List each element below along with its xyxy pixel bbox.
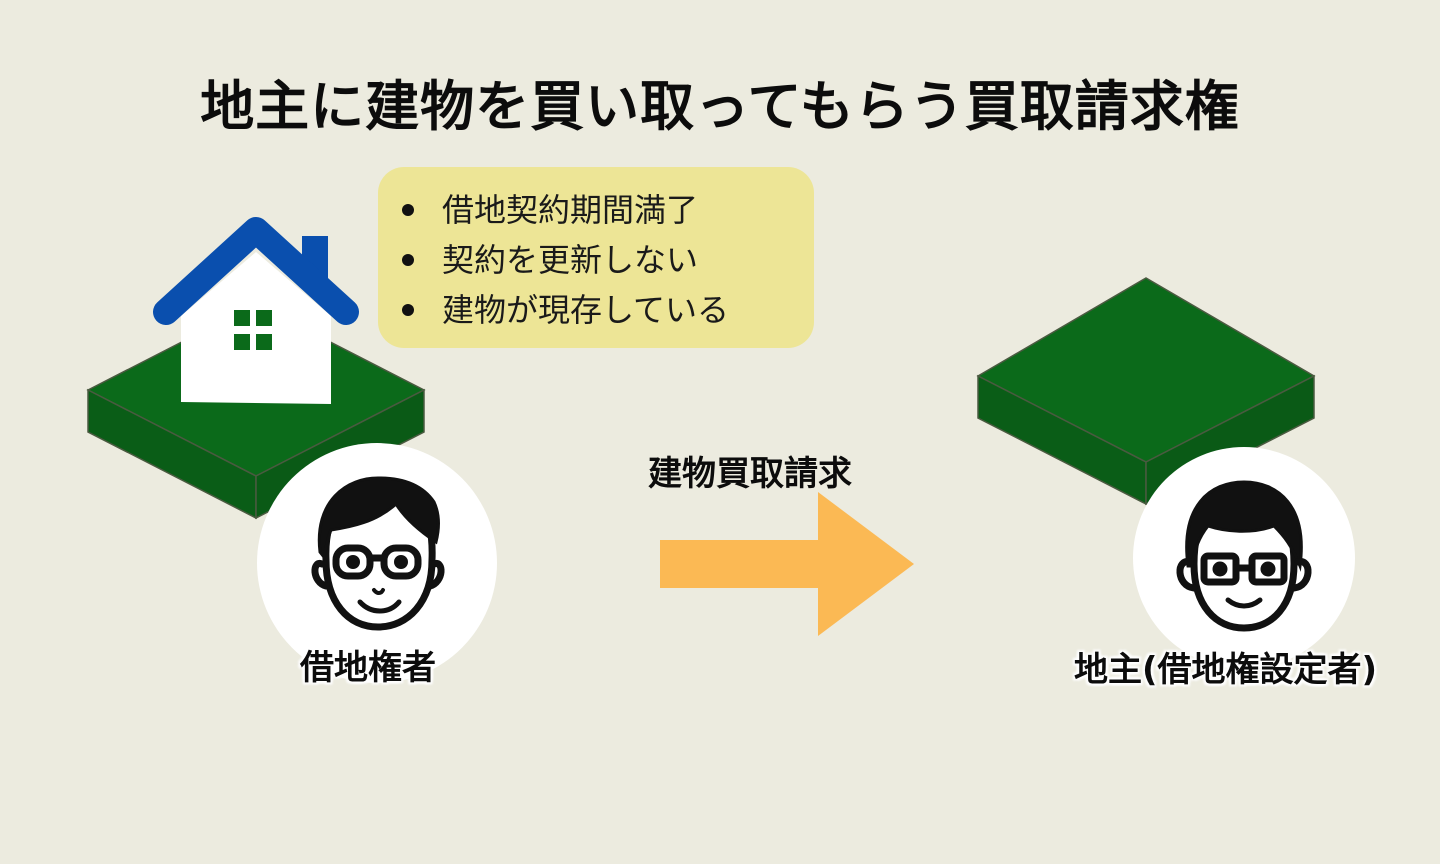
landowner-label: 地主(借地権設定者) — [1074, 650, 1378, 690]
page-title: 地主に建物を買い取ってもらう買取請求権 — [200, 75, 1240, 138]
conditions-list: 借地契約期間満了 契約を更新しない 建物が現存している — [402, 185, 814, 335]
condition-label: 建物が現存している — [442, 291, 730, 329]
condition-item: 建物が現存している — [402, 285, 814, 335]
condition-item: 契約を更新しない — [402, 235, 814, 285]
person-with-glasses-icon — [1176, 480, 1312, 632]
arrow-label: 建物買取請求 — [648, 454, 852, 494]
bullet-icon — [402, 254, 414, 266]
conditions-box: 借地契約期間満了 契約を更新しない 建物が現存している — [378, 167, 814, 348]
landowner-avatar — [1133, 447, 1355, 669]
condition-label: 契約を更新しない — [442, 241, 699, 279]
condition-item: 借地契約期間満了 — [402, 185, 814, 235]
tenant-label: 借地権者 — [300, 648, 436, 688]
right-arrow-icon — [660, 492, 914, 636]
bullet-icon — [402, 204, 414, 216]
person-with-glasses-icon — [311, 476, 445, 631]
tenant-avatar — [257, 443, 497, 683]
condition-label: 借地契約期間満了 — [442, 191, 699, 229]
bullet-icon — [402, 304, 414, 316]
house-icon — [153, 217, 359, 404]
